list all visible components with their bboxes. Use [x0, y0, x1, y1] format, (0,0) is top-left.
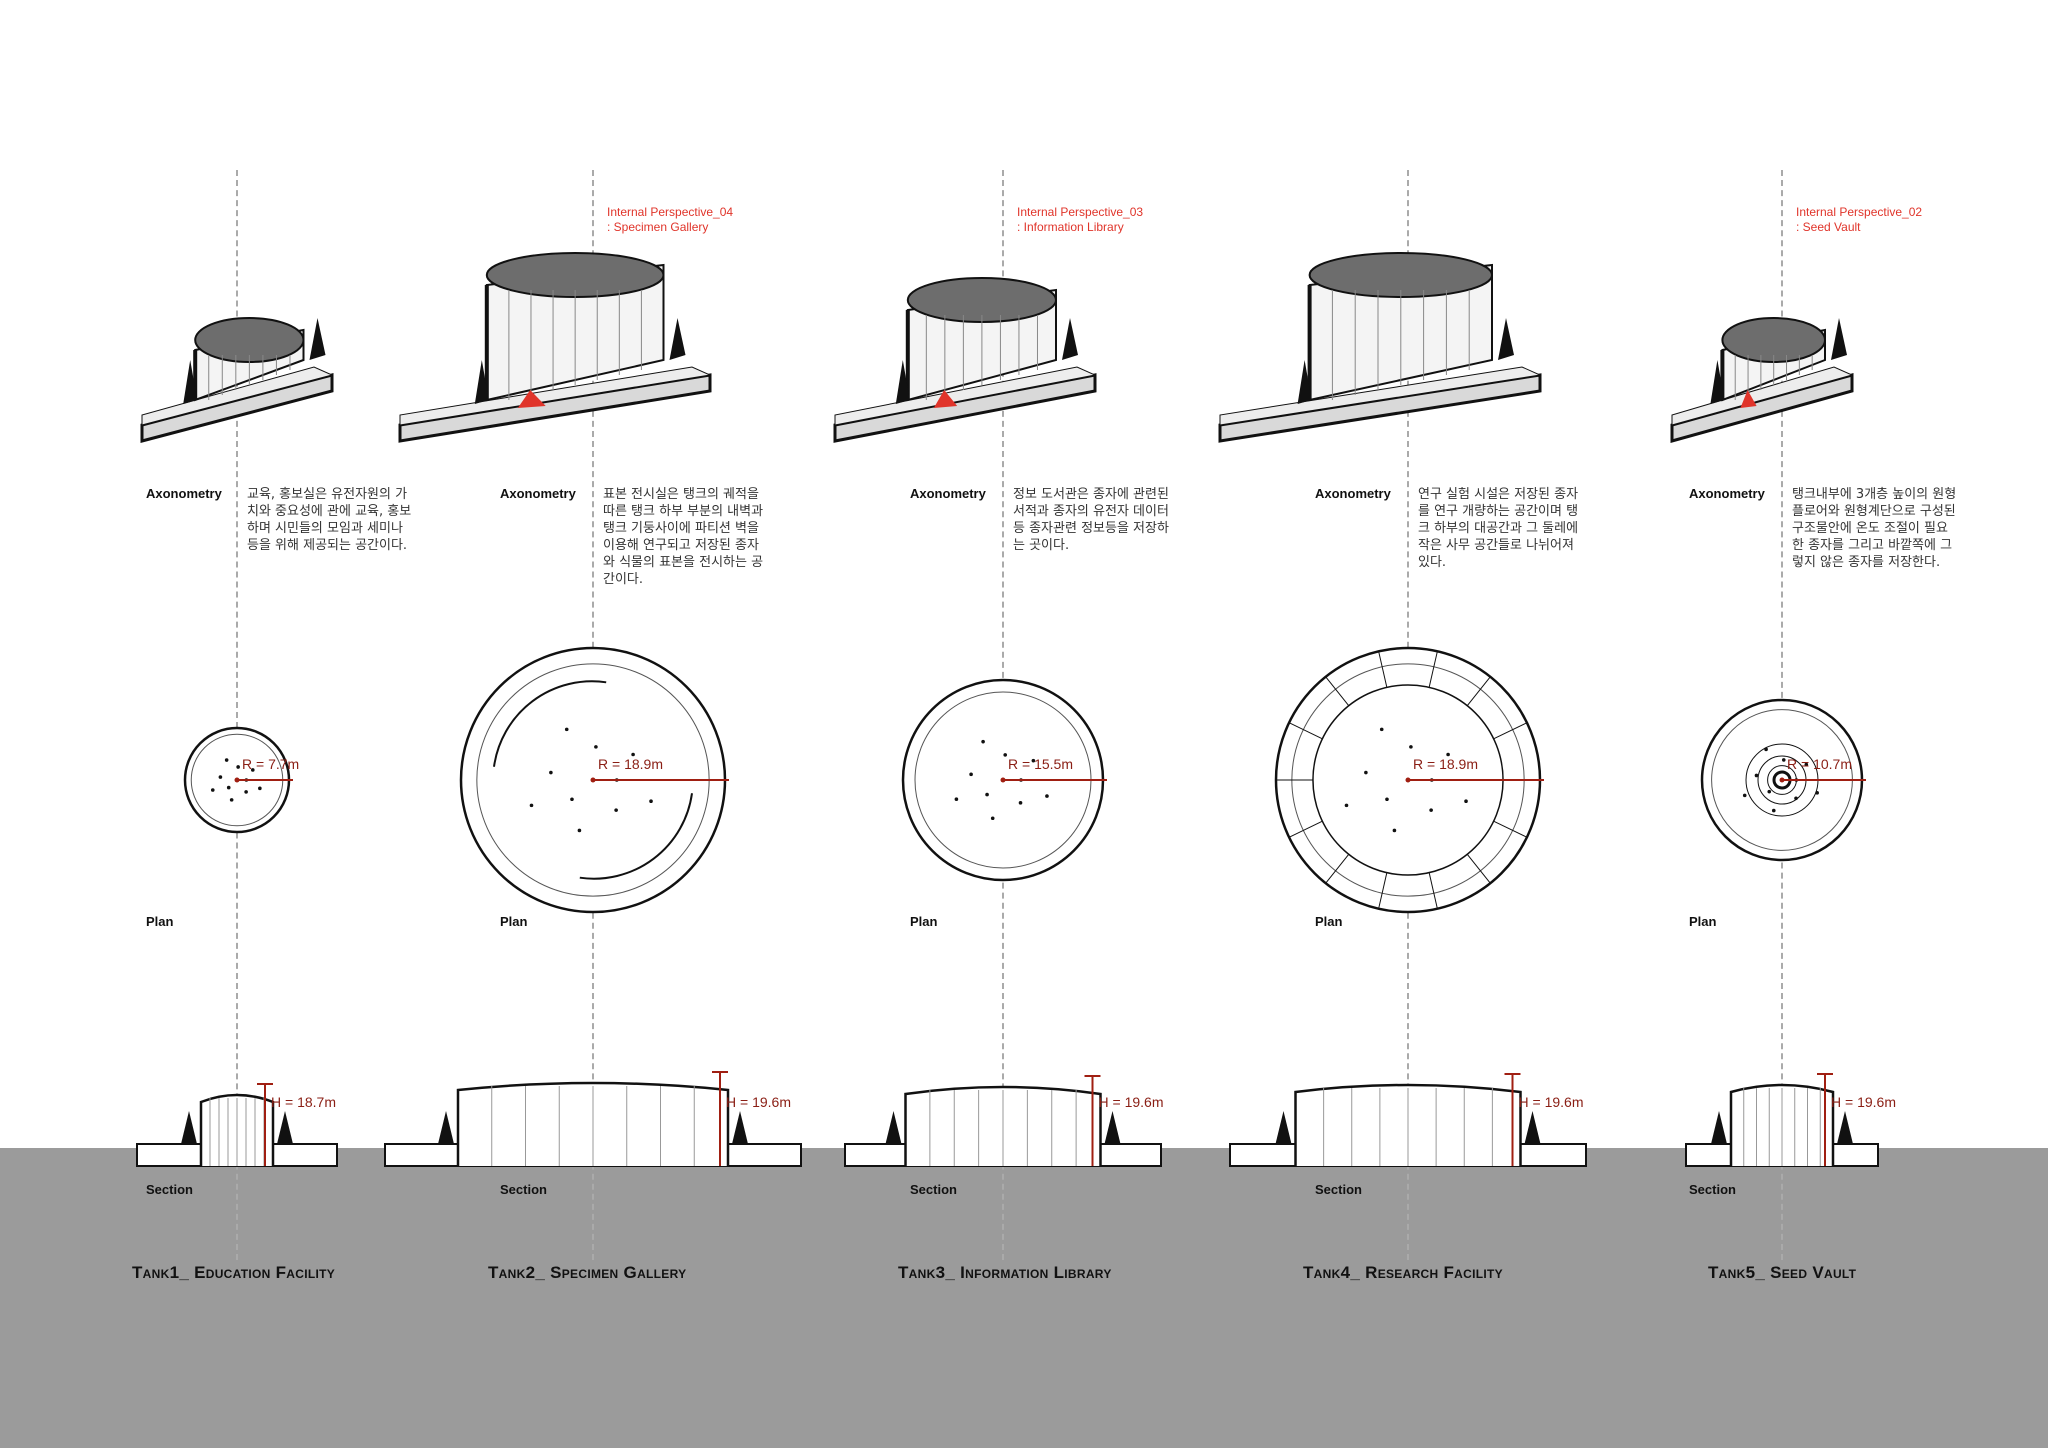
- perspective-title: Internal Perspective_04: [607, 205, 734, 219]
- tank2-title: Tank2_ Specimen Gallery: [488, 1263, 687, 1282]
- tank1-axonometry-label: Axonometry: [146, 486, 222, 501]
- tank2-plan: [459, 646, 729, 914]
- tank3-height-label: H = 19.6m: [1098, 1094, 1164, 1110]
- perspective-subtitle: : Seed Vault: [1796, 220, 1861, 234]
- tank3-radius-label: R = 15.5m: [1008, 756, 1073, 772]
- tank2-axonometry: [398, 252, 712, 443]
- tank5-axonometry: [1670, 317, 1854, 443]
- tank3-plan: [901, 678, 1107, 882]
- tank2-section: [384, 1071, 802, 1167]
- tank2-description: 표본 전시실은 탱크의 궤적을 따른 탱크 하부 부분의 내벽과 탱크 기둥사이…: [603, 487, 764, 587]
- tank4-axonometry-label: Axonometry: [1315, 486, 1391, 501]
- tank2-axonometry-label: Axonometry: [500, 486, 576, 501]
- tank1-axis-guide: [236, 170, 238, 1260]
- tank1-section: [136, 1083, 338, 1167]
- tank1-axonometry: [140, 317, 334, 443]
- tank1-title: Tank1_ Education Facility: [132, 1263, 336, 1282]
- tank5-perspective-label: Internal Perspective_02: Seed Vault: [1796, 205, 1922, 235]
- tank4-section-label: Section: [1315, 1182, 1362, 1197]
- tank3-axonometry-label: Axonometry: [910, 486, 986, 501]
- tank5-radius-label: R = 10.7m: [1787, 756, 1852, 772]
- tank3-axonometry: [833, 277, 1097, 443]
- tank3-description: 정보 도서관은 종자에 관련된 서적과 종자의 유전자 데이터 등 종자관련 정…: [1013, 487, 1169, 553]
- perspective-title: Internal Perspective_03: [1017, 205, 1144, 219]
- tank5-plan: [1700, 698, 1866, 862]
- tank3-section-label: Section: [910, 1182, 957, 1197]
- tank1-section-label: Section: [146, 1182, 193, 1197]
- tank4-axonometry: [1218, 252, 1542, 443]
- tank5-title: Tank5_ Seed Vault: [1708, 1263, 1857, 1282]
- tank3-perspective-label: Internal Perspective_03: Information Lib…: [1017, 205, 1143, 235]
- tank3-title: Tank3_ Information Library: [898, 1263, 1112, 1282]
- tank4-height-label: H = 19.6m: [1518, 1094, 1584, 1110]
- tank2-section-label: Section: [500, 1182, 547, 1197]
- perspective-title: Internal Perspective_02: [1796, 205, 1923, 219]
- tank5-description: 탱크내부에 3개층 높이의 원형 플로어와 원형계단으로 구성된 구조물안에 온…: [1792, 487, 1957, 570]
- tank4-title: Tank4_ Research Facility: [1303, 1263, 1503, 1282]
- perspective-subtitle: : Information Library: [1017, 220, 1124, 234]
- tank2-perspective-label: Internal Perspective_04: Specimen Galler…: [607, 205, 733, 235]
- tank5-axonometry-label: Axonometry: [1689, 486, 1765, 501]
- tank3-plan-label: Plan: [910, 914, 938, 929]
- tank3-section: [844, 1075, 1162, 1167]
- tank1-plan: [183, 726, 293, 834]
- tank2-radius-label: R = 18.9m: [598, 756, 663, 772]
- tank4-description: 연구 실험 시설은 저장된 종자를 연구 개량하는 공간이며 탱크 하부의 대공…: [1418, 487, 1579, 570]
- tank4-section: [1229, 1073, 1587, 1167]
- tank1-radius-label: R = 7.7m: [242, 756, 300, 772]
- tank1-height-label: H = 18.7m: [271, 1094, 336, 1110]
- tank2-height-label: H = 19.6m: [726, 1094, 791, 1110]
- tank5-plan-label: Plan: [1689, 914, 1717, 929]
- ground-band: [0, 1148, 2048, 1448]
- tank5-section-label: Section: [1689, 1182, 1736, 1197]
- tank4-plan-label: Plan: [1315, 914, 1343, 929]
- tank1-description: 교육, 홍보실은 유전자원의 가치와 중요성에 관에 교육, 홍보하며 시민들의…: [247, 487, 412, 553]
- tank5-section: [1685, 1073, 1879, 1167]
- perspective-subtitle: : Specimen Gallery: [607, 220, 709, 234]
- tank5-height-label: H = 19.6m: [1831, 1094, 1896, 1110]
- tank1-plan-label: Plan: [146, 914, 174, 929]
- tank4-radius-label: R = 18.9m: [1413, 756, 1478, 772]
- tank2-plan-label: Plan: [500, 914, 528, 929]
- tank4-plan: [1274, 646, 1544, 914]
